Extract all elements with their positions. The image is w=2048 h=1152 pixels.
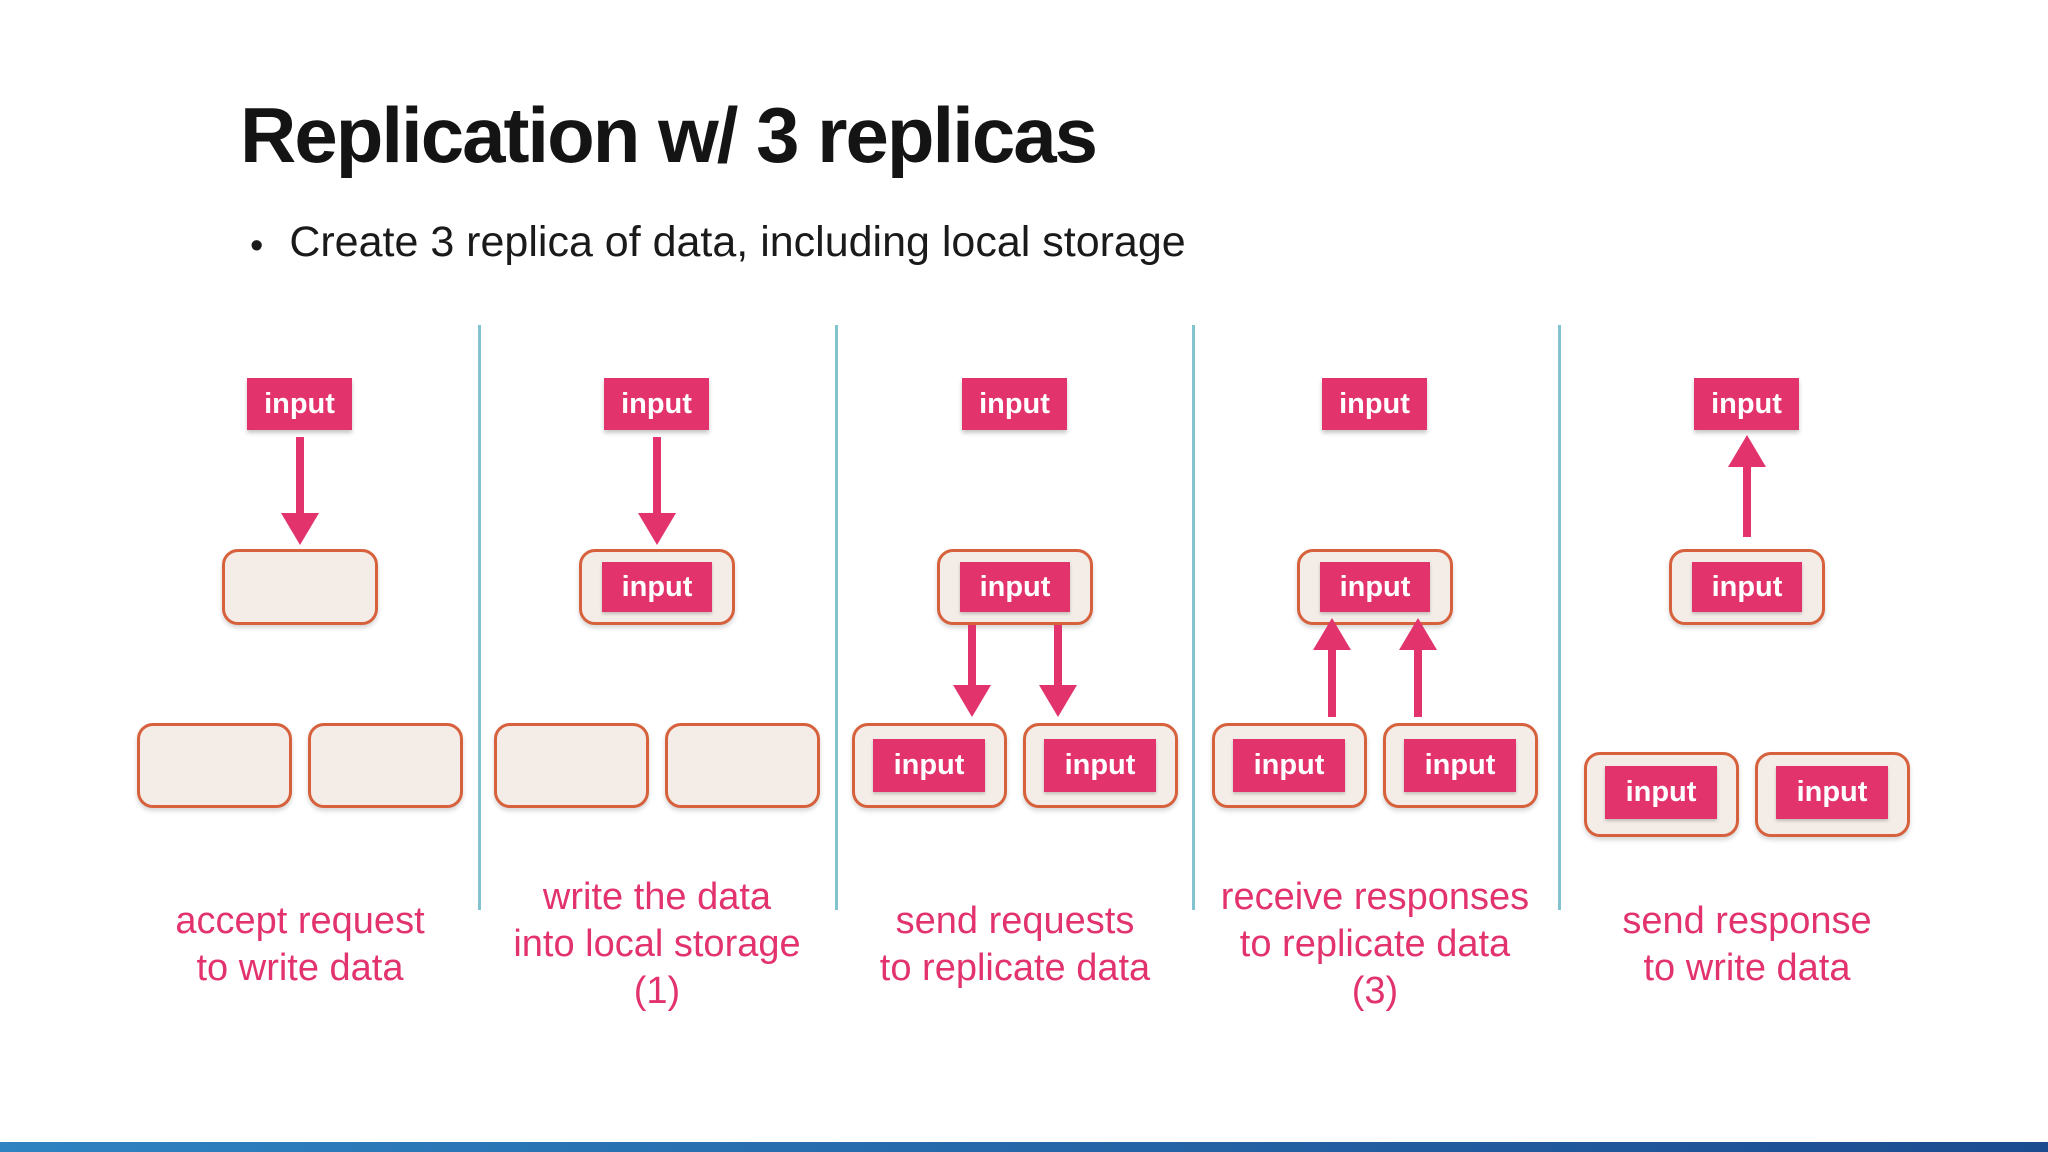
panel-caption: accept request to write data xyxy=(175,900,425,989)
stored-input-box: input xyxy=(1692,562,1802,612)
replica-box xyxy=(137,723,292,808)
input-label: input xyxy=(621,570,693,603)
arrow-up-icon xyxy=(1399,618,1437,717)
input-label: input xyxy=(979,387,1050,420)
input-label: input xyxy=(1253,749,1325,781)
input-label: input xyxy=(1625,776,1697,808)
panel-caption: send response to write data xyxy=(1622,900,1872,989)
arrow-down-icon xyxy=(1039,625,1077,717)
replica-input-box: input xyxy=(1404,739,1516,792)
input-box: input xyxy=(1694,378,1799,430)
input-label: input xyxy=(1711,570,1783,603)
footer-accent-bar xyxy=(0,1142,2048,1152)
panel-divider-1 xyxy=(478,325,481,910)
slide-title: Replication w/ 3 replicas xyxy=(240,91,1098,179)
input-label: input xyxy=(1339,570,1411,603)
replica-input-box: input xyxy=(1605,766,1717,819)
stored-input-box: input xyxy=(960,562,1070,612)
bullet-text: Create 3 replica of data, including loca… xyxy=(289,218,1186,266)
arrow-up-icon xyxy=(1728,435,1766,537)
arrow-down-icon xyxy=(953,625,991,717)
input-label: input xyxy=(1711,387,1782,420)
input-label: input xyxy=(1796,776,1868,808)
input-label: input xyxy=(621,387,692,420)
panel-divider-3 xyxy=(1192,325,1195,910)
input-label: input xyxy=(979,570,1051,603)
panel-caption: receive responses to replicate data (3) xyxy=(1220,876,1530,1012)
panel-caption: send requests to replicate data xyxy=(879,900,1151,989)
panel-caption: write the data into local storage (1) xyxy=(513,876,801,1012)
replica-box xyxy=(665,723,820,808)
local-storage-box xyxy=(222,549,378,625)
input-box: input xyxy=(604,378,709,430)
input-box: input xyxy=(247,378,352,430)
input-label: input xyxy=(1064,749,1136,781)
replica-box xyxy=(494,723,649,808)
replica-input-box: input xyxy=(1044,739,1156,792)
bullet-line: • Create 3 replica of data, including lo… xyxy=(250,218,1186,274)
stored-input-box: input xyxy=(602,562,712,612)
input-label: input xyxy=(1339,387,1410,420)
input-label: input xyxy=(1424,749,1496,781)
input-label: input xyxy=(893,749,965,781)
replica-input-box: input xyxy=(1776,766,1888,819)
input-box: input xyxy=(1322,378,1427,430)
replica-box xyxy=(308,723,463,808)
replica-input-box: input xyxy=(1233,739,1345,792)
stored-input-box: input xyxy=(1320,562,1430,612)
input-label: input xyxy=(264,387,335,420)
panel-divider-2 xyxy=(835,325,838,910)
arrow-up-icon xyxy=(1313,618,1351,717)
input-box: input xyxy=(962,378,1067,430)
arrow-down-icon xyxy=(281,437,319,545)
arrow-down-icon xyxy=(638,437,676,545)
panel-divider-4 xyxy=(1558,325,1561,910)
bullet-marker: • xyxy=(250,225,264,267)
replica-input-box: input xyxy=(873,739,985,792)
